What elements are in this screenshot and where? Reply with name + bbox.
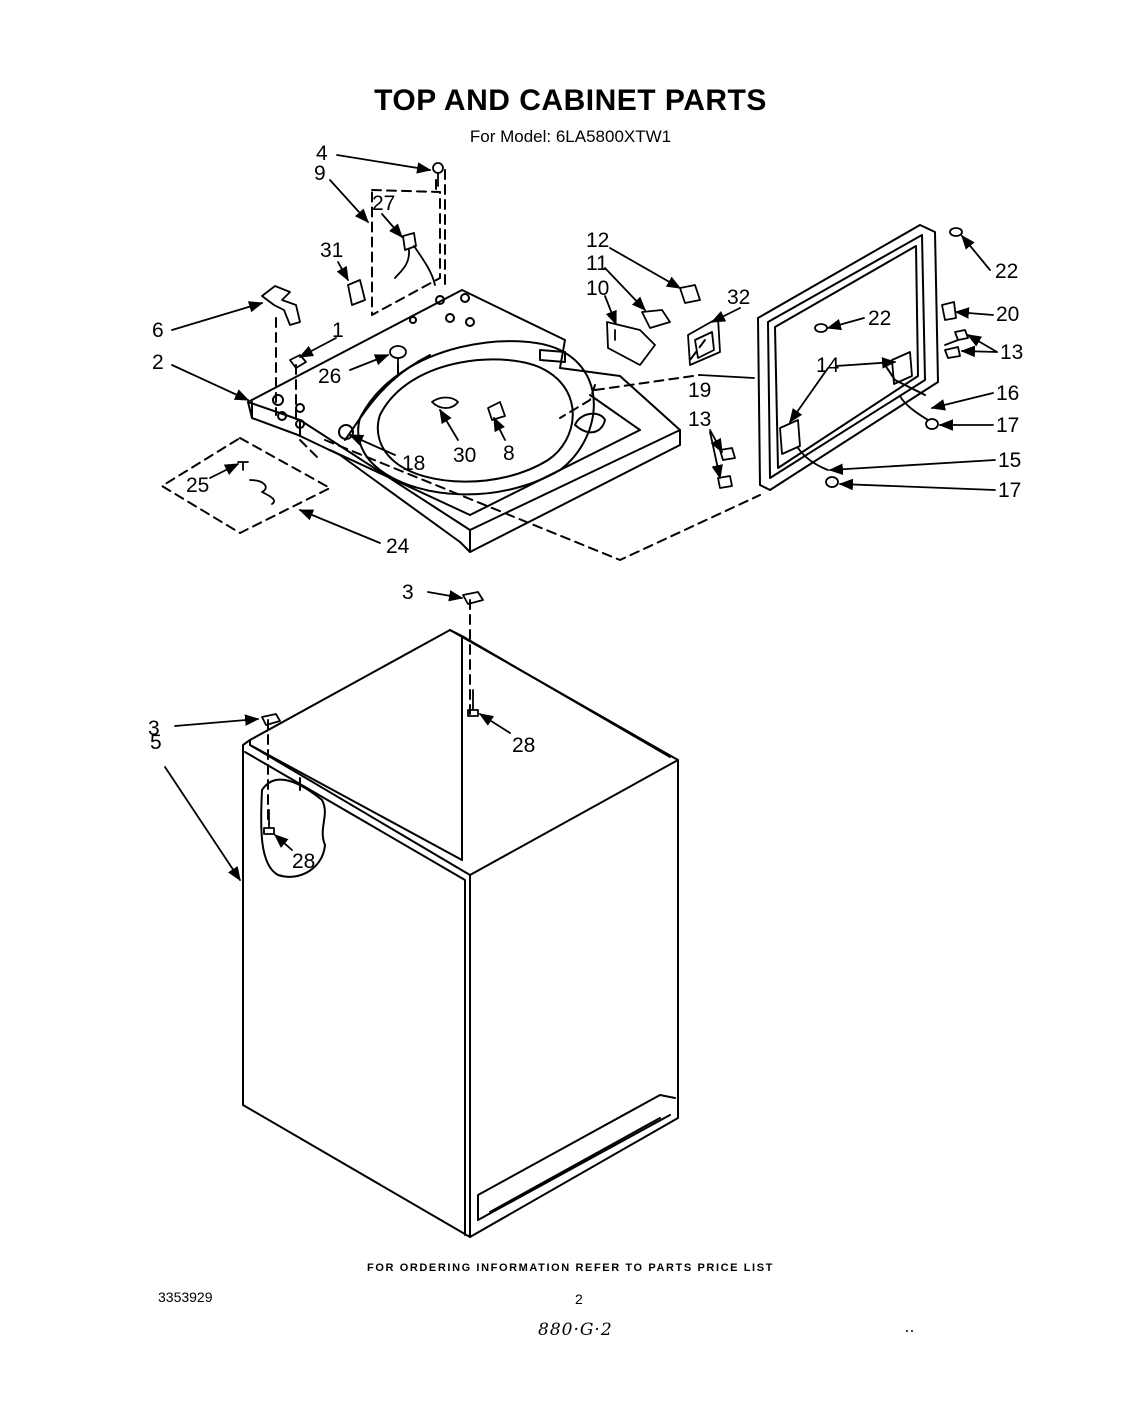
screw-28-top	[467, 689, 479, 717]
screw-13-left	[717, 447, 736, 489]
callout-12: 12	[586, 229, 609, 252]
callout-labels: 4 9 27 31 6 1 2 26 12 11 10 32 19 30 8 1…	[148, 142, 1023, 873]
snubber-3-top	[462, 591, 484, 605]
callout-30: 30	[453, 444, 476, 467]
bumper-22-inner	[814, 323, 828, 333]
callout-9: 9	[314, 162, 326, 185]
callout-27: 27	[372, 192, 395, 215]
hinge-14-left	[779, 419, 801, 455]
callout-13-left: 13	[688, 408, 711, 431]
callout-3-left: 3	[148, 717, 160, 740]
grommet-26	[389, 345, 407, 369]
ordering-note: FOR ORDERING INFORMATION REFER TO PARTS …	[367, 1262, 774, 1274]
callout-10: 10	[586, 277, 609, 300]
clip-31	[347, 279, 366, 306]
clip-8	[487, 401, 506, 421]
switch-11	[641, 309, 671, 329]
hinge-14-right	[891, 351, 913, 385]
screw-13-right-b	[944, 346, 961, 359]
spring-30	[431, 396, 459, 409]
model-subtitle: For Model: 6LA5800XTW1	[469, 127, 672, 146]
bumper-22-top	[949, 227, 963, 237]
screw-28-left	[263, 809, 275, 835]
callout-26: 26	[318, 365, 341, 388]
callout-11: 11	[586, 252, 608, 275]
cabinet	[242, 629, 679, 1238]
clip-20	[941, 301, 957, 321]
callout-13-right: 13	[1000, 341, 1023, 364]
callout-19: 19	[688, 379, 711, 402]
bumper-17-b	[825, 476, 839, 488]
callout-4: 4	[316, 142, 328, 165]
document-number: 3353929	[158, 1289, 213, 1305]
page-number: 2	[575, 1291, 583, 1307]
callout-arrows	[164, 154, 998, 882]
nut-1	[289, 354, 307, 369]
part-sketches	[237, 162, 969, 835]
callout-1: 1	[332, 319, 344, 342]
callout-22-inner: 22	[868, 307, 891, 330]
callout-14: 14	[816, 354, 840, 377]
bumper-17-a	[925, 418, 939, 430]
callout-6: 6	[152, 319, 164, 342]
callout-17-b: 17	[998, 479, 1021, 502]
hinge-6	[261, 285, 301, 326]
callout-8: 8	[503, 442, 515, 465]
callout-5: 5	[150, 731, 162, 754]
callout-17-a: 17	[996, 414, 1019, 437]
callout-25: 25	[186, 474, 209, 497]
handwritten-note: 880·G·2	[538, 1320, 613, 1340]
wire-15	[797, 447, 829, 471]
callout-20: 20	[996, 303, 1019, 326]
scan-speck	[906, 1330, 908, 1332]
lever-32	[687, 317, 721, 366]
spring-25	[237, 461, 275, 505]
screw-4	[432, 162, 444, 187]
callout-32: 32	[727, 286, 750, 309]
snubber-3-left	[261, 713, 281, 726]
rod-16	[899, 395, 929, 421]
harness-27	[394, 232, 436, 286]
callout-16: 16	[996, 382, 1019, 405]
callout-3-top: 3	[402, 581, 414, 604]
screw-13-right-a	[944, 329, 969, 346]
callout-22-top: 22	[995, 260, 1018, 283]
bracket-10	[606, 321, 656, 366]
lid-frame	[757, 224, 939, 491]
callout-15: 15	[998, 449, 1021, 472]
scan-speck	[911, 1330, 913, 1332]
callout-28-top: 28	[512, 734, 535, 757]
callout-24: 24	[386, 535, 410, 558]
top-panel	[247, 289, 681, 553]
switch-12	[679, 284, 701, 304]
callout-2: 2	[152, 351, 164, 374]
page-title: TOP AND CABINET PARTS	[374, 84, 767, 117]
callout-18: 18	[402, 452, 425, 475]
callout-31: 31	[320, 239, 343, 262]
callout-28-left: 28	[292, 850, 315, 873]
assembly-leader-lines	[161, 169, 761, 821]
